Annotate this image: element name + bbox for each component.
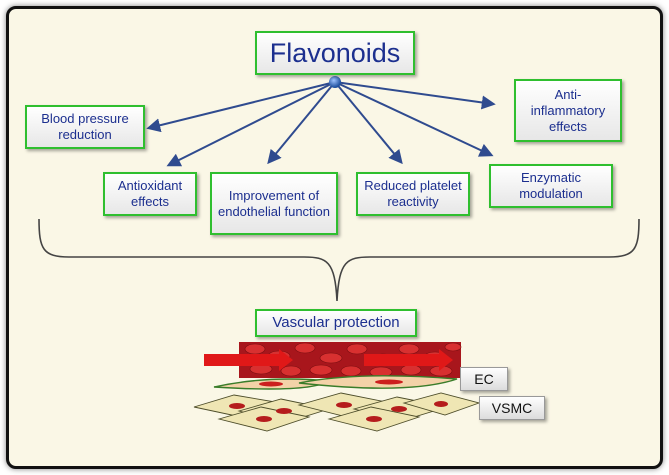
arrow-platelet	[334, 81, 403, 165]
vascular-protection-label: Vascular protection	[255, 309, 417, 337]
diagram-frame: Flavonoids Blood pressure reduction Anti…	[6, 6, 663, 469]
vsmc-label: VSMC	[479, 396, 545, 420]
arrow-blood-pressure	[146, 81, 336, 133]
brace	[38, 218, 640, 302]
hub-node	[329, 76, 341, 88]
arrow-enzymatic	[334, 81, 494, 157]
effect-endothelial: Improvement of endothelial function	[210, 172, 338, 235]
vessel-illustration	[193, 342, 481, 432]
connector-layer	[38, 76, 640, 432]
effect-enzymatic: Enzymatic modulation	[489, 164, 613, 208]
effect-blood-pressure: Blood pressure reduction	[25, 105, 145, 149]
arrow-endothelial	[267, 81, 336, 165]
arrow-antioxidant	[166, 81, 336, 167]
effect-platelet: Reduced platelet reactivity	[356, 172, 470, 216]
ec-label: EC	[460, 367, 508, 391]
effect-anti-inflammatory: Anti-inflammatory effects	[514, 79, 622, 142]
flavonoids-title: Flavonoids	[255, 31, 415, 75]
arrow-anti-inflammatory	[334, 81, 496, 110]
effect-antioxidant: Antioxidant effects	[103, 172, 197, 216]
